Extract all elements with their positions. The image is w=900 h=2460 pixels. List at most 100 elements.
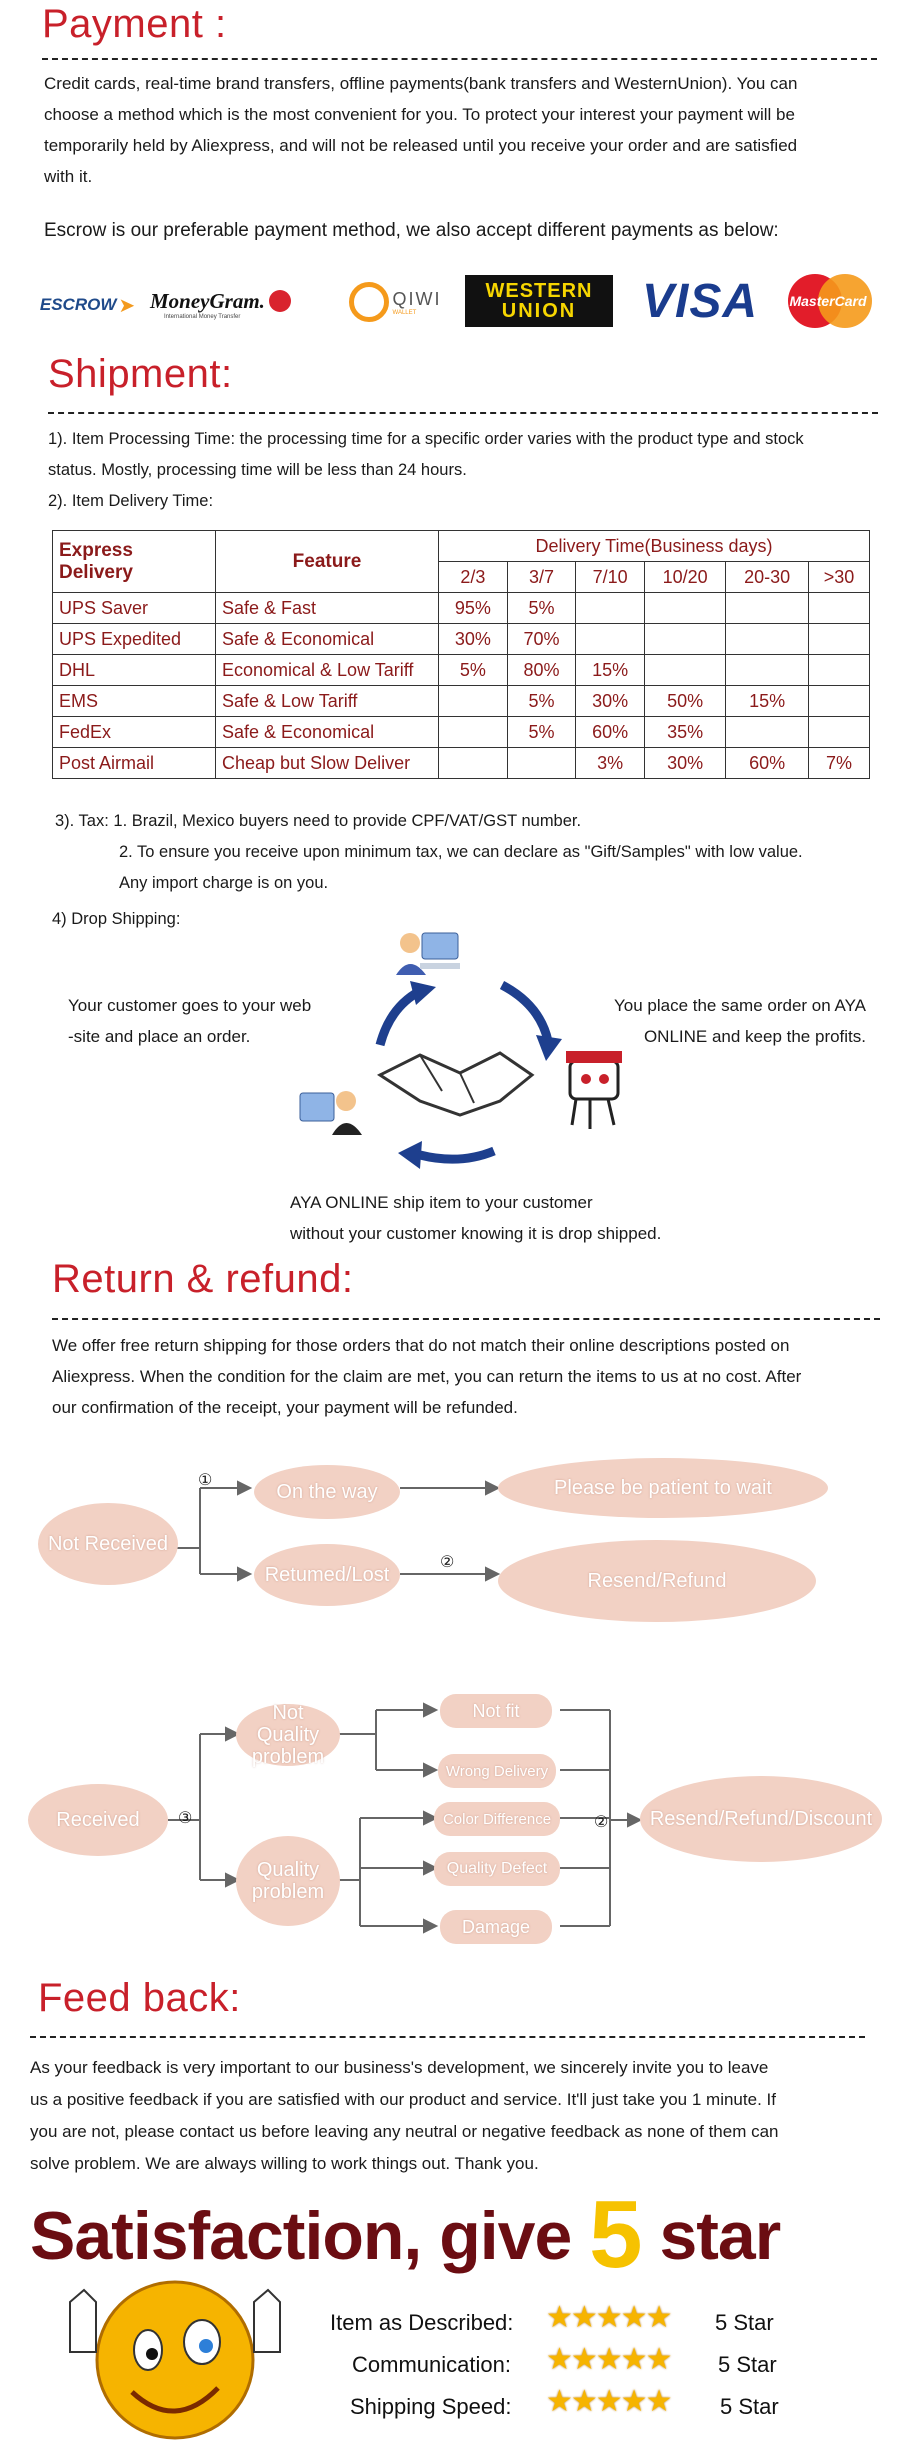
payment-line: with it. bbox=[44, 167, 93, 186]
union-text: UNION bbox=[501, 300, 577, 322]
table-cell-value: 60% bbox=[725, 747, 809, 779]
table-cell-value bbox=[506, 747, 577, 779]
table-cell-value: 95% bbox=[438, 592, 508, 624]
rating-communication-label: Communication: bbox=[352, 2352, 511, 2377]
node-line: problem bbox=[251, 1881, 325, 1903]
table-cell-value bbox=[438, 716, 508, 748]
arrow-top-left bbox=[375, 987, 423, 1047]
table-cell-value bbox=[725, 716, 809, 748]
table-cell-value bbox=[807, 685, 871, 717]
arrow-bottom-head bbox=[398, 1141, 422, 1169]
moneygram-logo: MoneyGram. International Money Transfer bbox=[150, 278, 315, 330]
arrow-top-right-head bbox=[536, 1035, 562, 1061]
drop-bottom-text: AYA ONLINE ship item to your customer wi… bbox=[290, 1187, 661, 1249]
banner-text-b: star bbox=[641, 2198, 781, 2274]
mastercard-text: MasterCard bbox=[789, 293, 867, 309]
table-cell-value: 15% bbox=[575, 654, 645, 686]
table-cell-express: EMS bbox=[52, 685, 216, 717]
feedback-line: us a positive feedback if you are satisf… bbox=[30, 2090, 776, 2109]
table-cell-value bbox=[575, 623, 645, 655]
table-day-header: 20-30 bbox=[725, 561, 809, 593]
drop-bottom-line: AYA ONLINE ship item to your customer bbox=[290, 1193, 593, 1212]
not-fit-node: Not fit bbox=[440, 1694, 552, 1728]
patient-node: Please be patient to wait bbox=[498, 1458, 828, 1518]
quality-defect-node: Quality Defect bbox=[434, 1852, 560, 1886]
rating-communication-value: 5 Star bbox=[718, 2352, 777, 2377]
table-day-header: >30 bbox=[807, 561, 871, 593]
table-cell-express: DHL bbox=[52, 654, 216, 686]
table-cell-value bbox=[438, 747, 508, 779]
mastercard-orange-circle-icon bbox=[818, 274, 872, 328]
moneygram-subtext: International Money Transfer bbox=[164, 313, 241, 320]
payment-line: choose a method which is the most conven… bbox=[44, 105, 795, 124]
table-cell-value: 30% bbox=[575, 685, 645, 717]
payment-line: Credit cards, real-time brand transfers,… bbox=[44, 74, 798, 93]
feedback-line: solve problem. We are always willing to … bbox=[30, 2154, 539, 2173]
table-cell-express: FedEx bbox=[52, 716, 216, 748]
rating-shipping-speed-stars: ★★★★★ bbox=[546, 2385, 672, 2418]
received-node: Received bbox=[28, 1784, 168, 1856]
visa-text: VISA bbox=[641, 274, 759, 328]
table-cell-express: Post Airmail bbox=[52, 747, 216, 779]
color-difference-node: Color Difference bbox=[434, 1802, 560, 1836]
shipment-line: status. Mostly, processing time will be … bbox=[48, 461, 467, 479]
quality-problem-node: Quality problem bbox=[236, 1836, 340, 1926]
tax-section: 3). Tax: 1. Brazil, Mexico buyers need t… bbox=[55, 806, 895, 899]
table-cell-value bbox=[438, 685, 508, 717]
top-person-icon bbox=[396, 932, 460, 975]
resend-refund-discount-node: Resend/Refund/Discount bbox=[640, 1776, 882, 1862]
table-cell-value: 15% bbox=[725, 685, 809, 717]
feedback-divider bbox=[30, 2036, 865, 2038]
returned-lost-node: Retumed/Lost bbox=[254, 1544, 400, 1606]
drop-right-line: ONLINE and keep the profits. bbox=[643, 1027, 866, 1046]
table-day-header: 10/20 bbox=[643, 561, 727, 593]
payment-paragraph: Credit cards, real-time brand transfers,… bbox=[44, 68, 884, 192]
table-header-express: Express Delivery bbox=[52, 530, 216, 593]
tax-line: Any import charge is on you. bbox=[119, 874, 329, 892]
shipping-mascot-icon bbox=[566, 1051, 622, 1129]
table-cell-value bbox=[807, 716, 871, 748]
table-cell-express: UPS Expedited bbox=[52, 623, 216, 655]
rating-item-described-value: 5 Star bbox=[715, 2310, 774, 2335]
damage-node: Damage bbox=[440, 1910, 552, 1944]
table-cell-value bbox=[643, 654, 727, 686]
table-cell-value bbox=[643, 623, 727, 655]
shipment-line: 2). Item Delivery Time: bbox=[48, 492, 214, 510]
node-line: Quality bbox=[256, 1859, 320, 1881]
table-cell-value bbox=[575, 592, 645, 624]
visa-logo: VISA bbox=[635, 272, 765, 330]
moneygram-text: MoneyGram. bbox=[150, 288, 265, 313]
table-cell-value bbox=[725, 592, 809, 624]
table-cell-value: 5% bbox=[506, 592, 577, 624]
wrong-delivery-node: Wrong Delivery bbox=[438, 1754, 556, 1788]
shipment-divider bbox=[48, 412, 878, 414]
thumbs-up-smiley-icon bbox=[69, 2280, 281, 2440]
table-cell-feature: Safe & Low Tariff bbox=[215, 685, 439, 717]
drop-left-text: Your customer goes to your web -site and… bbox=[68, 990, 311, 1052]
table-cell-value: 7% bbox=[807, 747, 871, 779]
node-line: Not bbox=[272, 1702, 304, 1724]
step-2b-marker: ② bbox=[594, 1814, 609, 1831]
arrow-top-left-head bbox=[410, 981, 436, 1005]
shipment-heading: Shipment: bbox=[48, 352, 233, 396]
table-cell-value bbox=[807, 592, 871, 624]
refund-paragraph: We offer free return shipping for those … bbox=[52, 1330, 892, 1423]
table-cell-express: UPS Saver bbox=[52, 592, 216, 624]
table-cell-feature: Economical & Low Tariff bbox=[215, 654, 439, 686]
table-cell-value bbox=[807, 623, 871, 655]
payment-divider bbox=[42, 58, 877, 60]
table-cell-value: 5% bbox=[506, 716, 577, 748]
table-day-header: 7/10 bbox=[575, 561, 645, 593]
table-cell-value bbox=[807, 654, 871, 686]
table-header-delivery: Delivery Time(Business days) bbox=[438, 530, 870, 562]
table-cell-value: 30% bbox=[643, 747, 727, 779]
table-cell-feature: Safe & Economical bbox=[215, 716, 439, 748]
payment-methods-note: Escrow is our preferable payment method,… bbox=[44, 220, 779, 241]
not-quality-problem-node: Not Quality problem bbox=[236, 1702, 340, 1768]
rating-shipping-speed-label: Shipping Speed: bbox=[350, 2394, 512, 2419]
